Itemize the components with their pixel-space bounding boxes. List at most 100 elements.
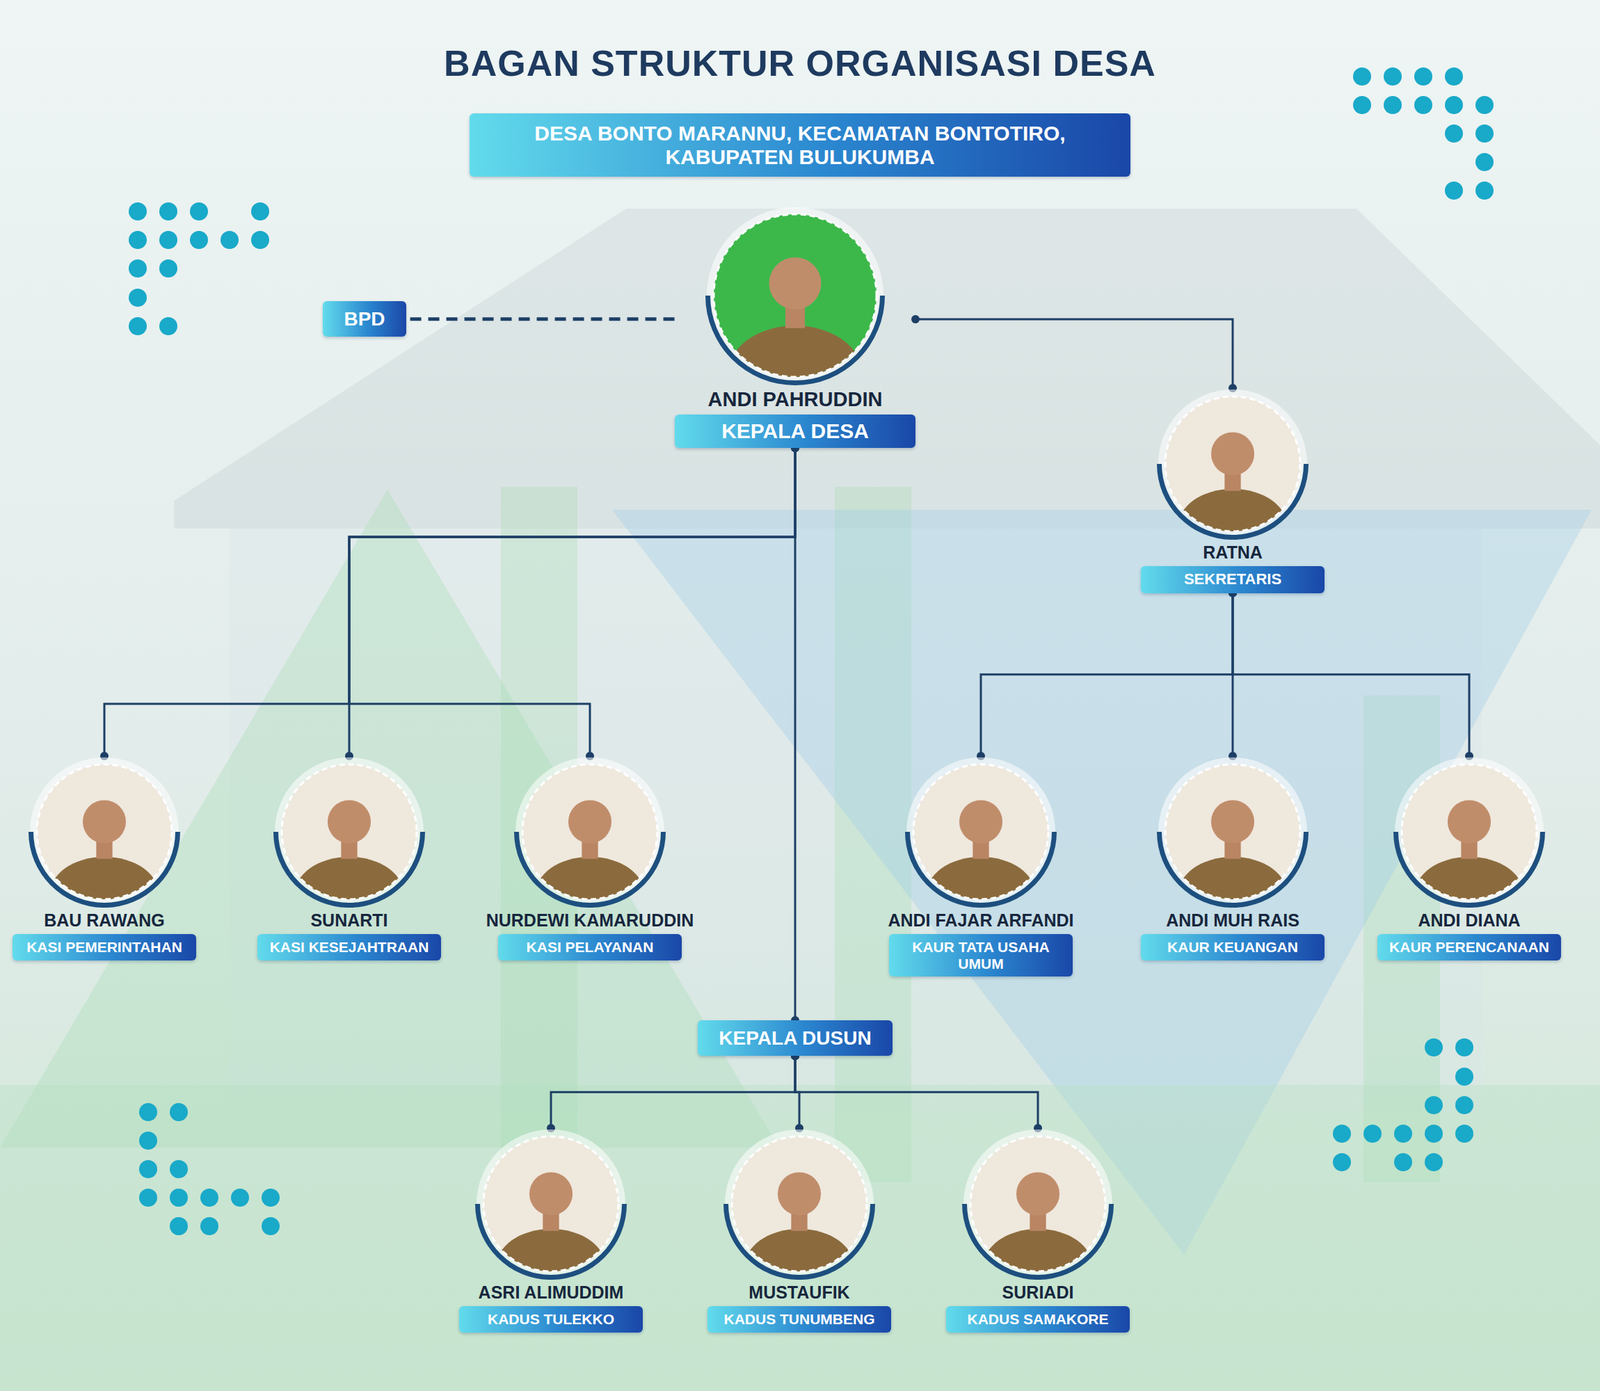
deco-dot (200, 1217, 219, 1236)
photo-ring (962, 1204, 1114, 1280)
person-name: MUSTAUFIK (748, 1282, 850, 1303)
person-name: BAU RAWANG (43, 910, 165, 931)
person-name: ANDI MUH RAIS (1165, 910, 1300, 931)
head (777, 1172, 821, 1216)
photo-frame (705, 205, 885, 386)
person-name: ANDI PAHRUDDIN (708, 388, 883, 411)
photo (905, 756, 1057, 908)
deco-dot (139, 1160, 158, 1179)
deco-dot (1444, 67, 1463, 86)
role-text: KASI PELAYANAN (509, 939, 671, 956)
photo-border (1165, 764, 1301, 900)
deco-dot (1383, 96, 1402, 115)
photo-ring (28, 832, 181, 908)
photo-ring (1156, 464, 1309, 540)
deco-dot (230, 1188, 250, 1207)
connector (550, 1056, 796, 1129)
role-pill: KASI KESEJAHTRAAN (257, 934, 442, 961)
connector (349, 448, 796, 757)
deco-dot (1475, 124, 1494, 143)
pill-text: BPD (343, 308, 385, 330)
photo-frame (723, 1128, 876, 1280)
pill-shape: BPD (322, 301, 406, 337)
deco-dot (1414, 96, 1433, 115)
role-pill: KASI PELAYANAN (498, 934, 682, 961)
uniform (982, 1229, 1093, 1280)
uniform (925, 857, 1036, 908)
roof-shape (173, 208, 1600, 529)
uniform (495, 1229, 606, 1280)
deco-dot (139, 1103, 158, 1122)
deco-dot (189, 230, 208, 250)
photo-ring (1156, 832, 1309, 908)
person-name: SUNARTI (310, 910, 388, 931)
photo-border (36, 764, 172, 900)
photo-frame (475, 1128, 627, 1280)
ground-band (0, 1085, 1600, 1391)
photo-ring (475, 1204, 627, 1280)
deco-dot (1455, 1124, 1474, 1143)
uniform (534, 857, 645, 908)
photo-ring (1393, 832, 1546, 908)
pill-text: KEPALA DUSUN (718, 1027, 871, 1050)
photo (514, 756, 666, 908)
deco-dot (200, 1188, 219, 1207)
band-shape: DESA BONTO MARANNU, KECAMATAN BONTOTIRO,… (469, 113, 1131, 177)
deco-dot (1475, 96, 1494, 115)
deco-dot (1383, 67, 1402, 86)
deco-dot (1455, 1096, 1474, 1115)
head (82, 800, 126, 844)
photo-frame (962, 1128, 1114, 1280)
label-pill: BPD (322, 301, 406, 337)
staff-card: RATNA SEKRETARIS (1140, 388, 1325, 594)
photo (28, 756, 181, 908)
photo-border (713, 214, 877, 378)
deco-dot (251, 230, 270, 250)
deco-dot (128, 230, 147, 250)
deco-dot (139, 1188, 158, 1207)
photo-border (1401, 764, 1537, 900)
staff-card: NURDEWI KAMARUDDINKASI PELAYANAN (486, 756, 695, 961)
role-pill: SEKRETARIS (1140, 566, 1325, 594)
photo-border (522, 764, 658, 900)
photo (723, 1128, 876, 1280)
uniform (1177, 489, 1288, 540)
head (1016, 1172, 1060, 1216)
deco-dot (1332, 1124, 1351, 1143)
photo-frame (1156, 388, 1309, 540)
photo (1156, 388, 1309, 540)
deco-dot (1414, 67, 1433, 86)
photo-frame (514, 756, 666, 908)
photo-border (483, 1136, 619, 1272)
role-text: KADUS SAMAKORE (957, 1311, 1119, 1328)
deco-dot (1394, 1124, 1413, 1143)
deco-dot (1424, 1124, 1443, 1143)
photo-frame (905, 756, 1057, 908)
deco-dot (1394, 1153, 1413, 1172)
deco-dot (220, 230, 239, 250)
head (327, 800, 371, 844)
role-text: KADUS TULEKKO (470, 1311, 632, 1328)
head (529, 1172, 573, 1216)
staff-card: BAU RAWANGKASI PEMERINTAHAN (12, 756, 197, 961)
deco-dot (1353, 67, 1372, 86)
person-name: ASRI ALIMUDDIM (478, 1282, 624, 1303)
photo-frame (273, 756, 426, 908)
role-pill: KADUS SAMAKORE (946, 1306, 1130, 1333)
deco-dot (1424, 1096, 1443, 1115)
connector (980, 593, 1233, 757)
person-name: RATNA (1202, 542, 1263, 563)
subtitle-band: DESA BONTO MARANNU, KECAMATAN BONTOTIRO,… (452, 105, 1148, 186)
photo (1156, 756, 1309, 908)
staff-card: SUNARTI KASI KESEJAHTRAAN (257, 756, 442, 961)
connector-dot (911, 315, 920, 324)
deco-dot (261, 1188, 280, 1207)
deco-dot (1424, 1153, 1443, 1172)
photo-ring (905, 832, 1057, 908)
deco-dot (1363, 1124, 1382, 1143)
photo-frame (1393, 756, 1546, 908)
connector (794, 448, 797, 1021)
deco-dot (189, 202, 208, 221)
deco-dot (128, 317, 147, 336)
